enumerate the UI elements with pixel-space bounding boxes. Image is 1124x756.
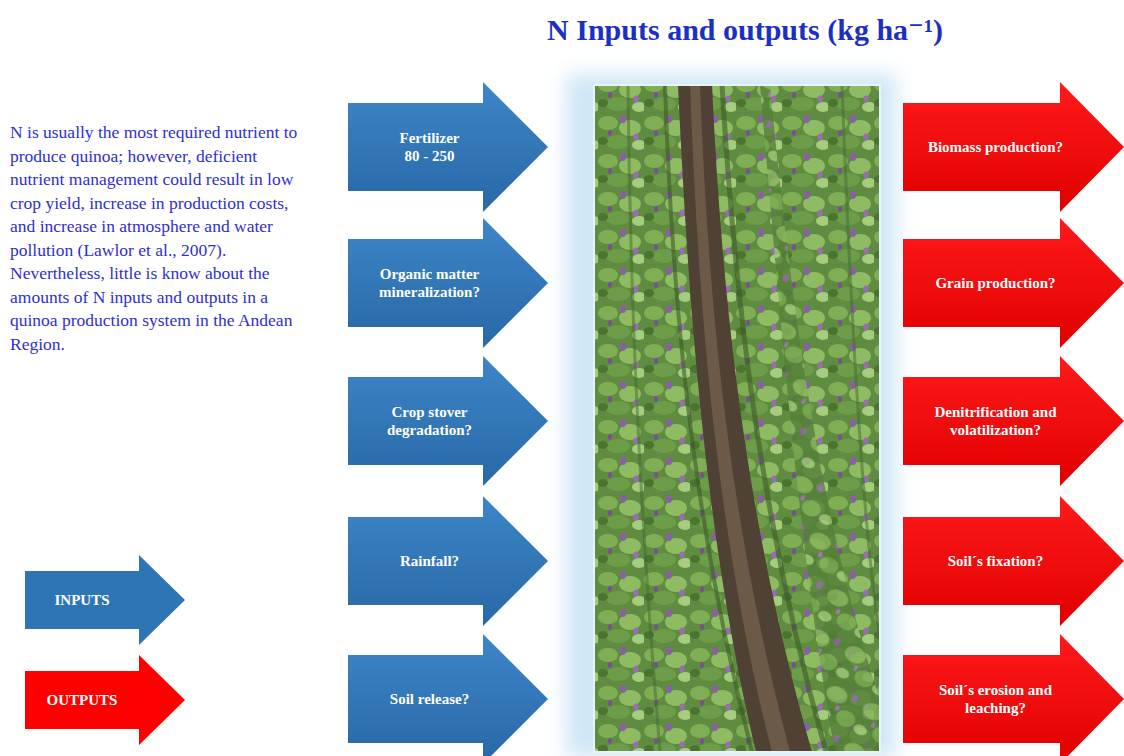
- arrow-label: Soil´s fixation?: [911, 552, 1080, 570]
- arrow-text: Soil´s fixation?: [911, 552, 1080, 570]
- arrow-outline: [903, 356, 1124, 486]
- input-arrow: Organic matter mineralization?: [348, 218, 548, 348]
- arrow-shape: [348, 218, 548, 348]
- arrow-outline: [903, 634, 1124, 756]
- arrow-outline: [348, 356, 548, 486]
- arrow-outline: [348, 82, 548, 212]
- arrow-text: Grain production?: [911, 274, 1080, 292]
- legend-text: INPUTS: [25, 591, 139, 609]
- output-arrow: Soil´s erosion and leaching?: [903, 634, 1124, 756]
- arrow-label: Organic matter mineralization?: [356, 265, 503, 301]
- arrow-label: Soil release?: [356, 690, 503, 708]
- legend-text: OUTPUTS: [25, 691, 139, 709]
- arrow-outline: [348, 496, 548, 626]
- arrow-label: Fertilizer: [356, 129, 503, 147]
- arrow-label: Grain production?: [911, 274, 1080, 292]
- legend-item: INPUTS: [25, 555, 185, 645]
- legend-item: OUTPUTS: [25, 655, 185, 745]
- legend-arrow-shape: [25, 555, 185, 645]
- legend-arrow-shape: [25, 655, 185, 745]
- arrow-outline: [348, 218, 548, 348]
- output-arrow: Biomass production?: [903, 82, 1124, 212]
- arrow-outline: [903, 218, 1124, 348]
- arrow-text: Biomass production?: [911, 138, 1080, 156]
- arrow-text: Fertilizer80 - 250: [356, 129, 503, 165]
- arrow-label: Biomass production?: [911, 138, 1080, 156]
- intro-note: N is usually the most required nutrient …: [10, 121, 308, 356]
- arrow-label: Rainfall?: [356, 552, 503, 570]
- arrow-value: 80 - 250: [356, 147, 503, 165]
- arrow-label: Soil´s erosion and leaching?: [911, 681, 1080, 717]
- diagram-title: N Inputs and outputs (kg ha⁻¹): [440, 12, 1050, 48]
- input-arrow: Crop stover degradation?: [348, 356, 548, 486]
- arrow-text: Soil´s erosion and leaching?: [911, 681, 1080, 717]
- output-arrow: Grain production?: [903, 218, 1124, 348]
- output-arrow: Soil´s fixation?: [903, 496, 1124, 626]
- arrow-shape: [348, 82, 548, 212]
- input-arrow: Rainfall?: [348, 496, 548, 626]
- arrow-text: Soil release?: [356, 690, 503, 708]
- output-arrow: Denitrification and volatilization?: [903, 356, 1124, 486]
- arrow-text: Denitrification and volatilization?: [911, 403, 1080, 439]
- arrow-label: Crop stover degradation?: [356, 403, 503, 439]
- arrow-shape: [903, 356, 1124, 486]
- arrow-shape: [348, 356, 548, 486]
- input-arrow: Soil release?: [348, 634, 548, 756]
- arrow-label: Denitrification and volatilization?: [911, 403, 1080, 439]
- arrow-outline: [903, 496, 1124, 626]
- arrow-text: Organic matter mineralization?: [356, 265, 503, 301]
- arrow-text: Crop stover degradation?: [356, 403, 503, 439]
- arrow-outline: [903, 82, 1124, 212]
- input-arrow: Fertilizer80 - 250: [348, 82, 548, 212]
- arrow-text: Rainfall?: [356, 552, 503, 570]
- arrow-outline: [348, 634, 548, 756]
